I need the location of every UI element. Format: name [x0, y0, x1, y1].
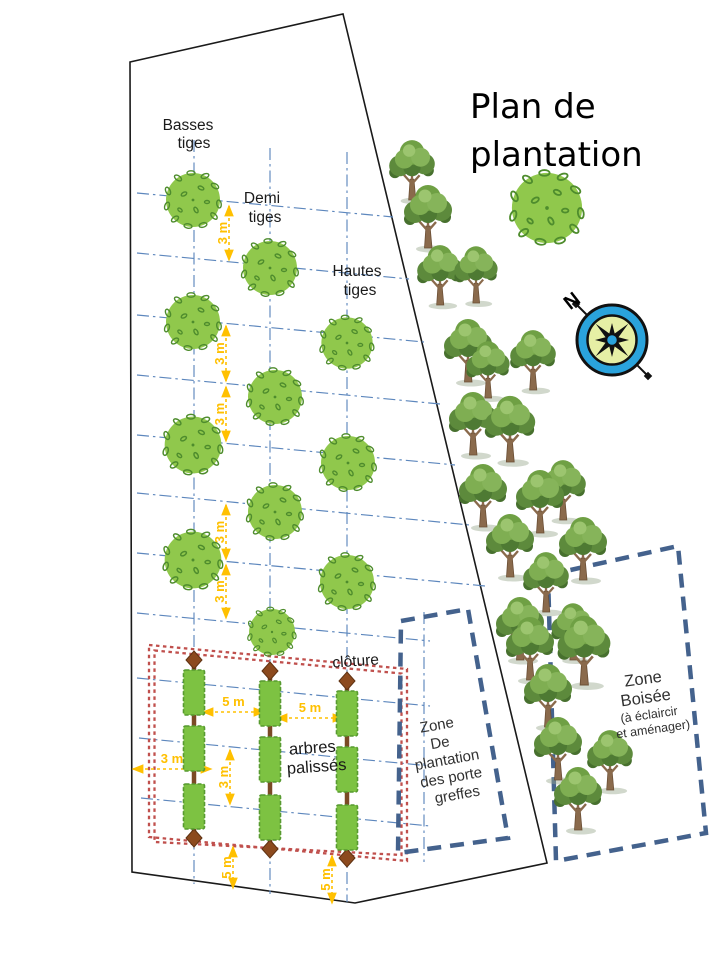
svg-text:Zone: Zone: [623, 668, 663, 691]
espalier-rows: [182, 650, 359, 868]
espalier-tree: [258, 736, 282, 783]
espalier-tree: [258, 794, 282, 841]
dimension-arrows: 3 m 3 m 3 m 3 m 3 m 3 m 5 m 5 m 5 m 5 m 3 m: [131, 204, 345, 905]
svg-text:Zone: Zone: [419, 714, 456, 737]
espalier-tree: [182, 725, 206, 772]
dimension-label: 3 m: [212, 403, 227, 425]
espalier-tree: [335, 690, 359, 737]
trellis-post-diamond: [185, 828, 203, 848]
dimension-label: 3 m: [212, 521, 227, 543]
espalier-tree: [335, 804, 359, 851]
label-basses-tiges: Basses: [163, 117, 214, 134]
dimension-label: 5 m: [219, 856, 234, 878]
label-cloture: clôture: [332, 651, 380, 671]
dimension-label: 5 m: [222, 694, 244, 709]
label-basses-tiges-2: tiges: [178, 135, 211, 152]
grid-line: [136, 612, 431, 642]
compass-north-label: N: [560, 288, 585, 314]
dimension-label: 3 m: [215, 222, 230, 244]
trellis-post-diamond: [185, 650, 203, 670]
compass-rose: N: [560, 288, 653, 381]
dimension-label: 3 m: [212, 342, 227, 364]
forest-tree: [509, 329, 557, 396]
espalier-tree: [335, 746, 359, 793]
label-hautes-tiges-2: tiges: [344, 282, 377, 299]
espalier-tree: [258, 680, 282, 727]
dimension-label: 5 m: [299, 700, 321, 715]
trellis-post-diamond: [338, 848, 356, 868]
trellis-post-diamond: [261, 839, 279, 859]
fence-dotted-outline: [147, 643, 409, 863]
label-arbres-palisses: arbres: [288, 738, 336, 759]
grid-line: [136, 552, 486, 587]
zone-boisee-label: Zone Boisée (à éclaircir et aménager): [615, 668, 691, 742]
zone-boisee-outline: [545, 543, 709, 864]
forest-tree: [483, 394, 537, 468]
espalier-tree: [182, 783, 206, 830]
zone-dashed-outlines: [395, 543, 709, 864]
fence-line: [153, 649, 403, 857]
trellis-post-diamond: [338, 671, 356, 691]
label-hautes-tiges: Hautes: [332, 263, 381, 280]
label-demi-tiges: Demi: [244, 190, 280, 207]
trellis-post-diamond: [261, 661, 279, 681]
forest-tree: [453, 245, 499, 309]
zone-plantation-outline: [395, 606, 511, 856]
grid-line: [136, 492, 471, 526]
page-title-line2: plantation: [470, 135, 643, 175]
page-title-line1: Plan de: [470, 87, 596, 127]
label-demi-tiges-2: tiges: [249, 209, 282, 226]
orchard-tree: [507, 169, 586, 247]
grid-line: [136, 192, 394, 218]
dimension-label: 3 m: [216, 766, 231, 788]
label-arbres-palisses-2: palissés: [286, 756, 347, 778]
svg-text:De: De: [429, 733, 451, 753]
espalier-tree: [182, 669, 206, 716]
dimension-label: 3 m: [161, 751, 183, 766]
dimension-label: 3 m: [212, 580, 227, 602]
dimension-label: 5 m: [318, 868, 333, 890]
fence-line: [147, 643, 409, 863]
